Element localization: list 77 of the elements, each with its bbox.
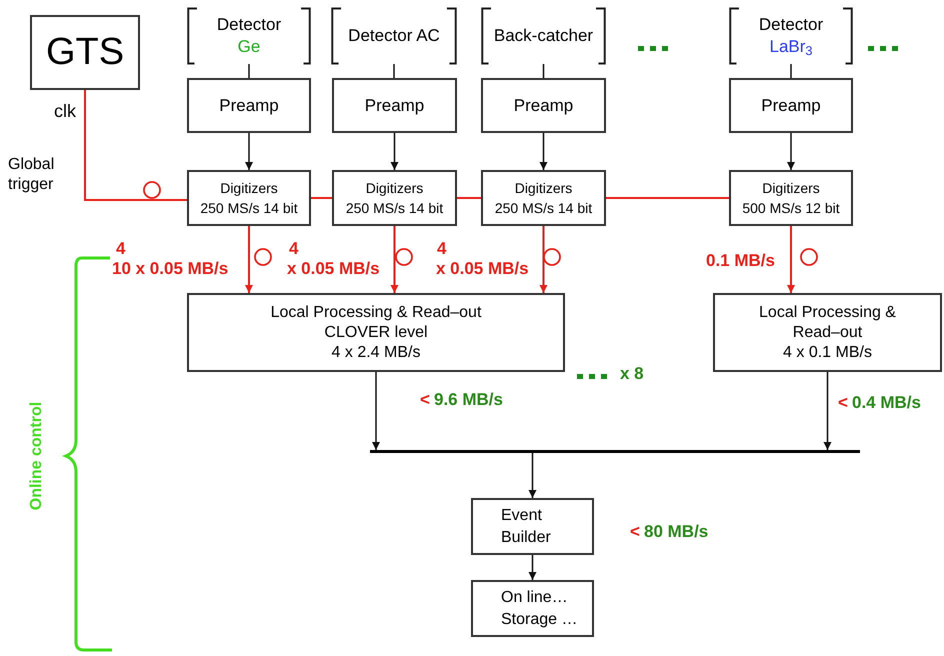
rate-label: < — [630, 521, 640, 542]
signal-label: clk — [54, 100, 76, 122]
trigger-line — [84, 90, 187, 201]
trigger-line — [606, 197, 729, 199]
box-text: Digitizers — [220, 179, 278, 198]
trigger-line — [390, 226, 398, 293]
rate-label: x 0.05 MB/s — [287, 258, 380, 280]
detector-type: LaBr$_{3}$ — [769, 36, 812, 58]
trigger-line — [540, 226, 548, 293]
box-text: Digitizers — [762, 179, 820, 198]
digitizer-box — [332, 170, 457, 226]
rate-label: x 8 — [620, 363, 644, 384]
process-box — [471, 498, 594, 555]
box-text: Preamp — [514, 94, 574, 117]
arrow — [540, 133, 548, 170]
arrow — [245, 133, 253, 170]
box-text: Storage … — [501, 610, 578, 630]
trigger-line — [245, 226, 253, 293]
rate-label: 4 — [437, 238, 446, 260]
rate-label: < — [420, 389, 430, 410]
processing-box — [713, 293, 942, 372]
rate-label: 10 x 0.05 MB/s — [112, 258, 228, 280]
box-text: 4 x 0.1 MB/s — [783, 342, 872, 362]
digitizer-box — [481, 170, 606, 226]
detector-bracket — [729, 8, 853, 64]
rate-label: x 0.05 MB/s — [436, 258, 529, 280]
box-text: 250 MS/s 14 bit — [346, 199, 444, 218]
box-text: Preamp — [364, 94, 424, 117]
preamp-box — [481, 78, 606, 133]
box-text: Local Processing & Read–out CLOVER level — [270, 302, 482, 342]
detector-bracket — [331, 8, 457, 64]
gts-box — [30, 15, 140, 90]
rate-label: < — [838, 392, 848, 414]
detector-type: Ge — [238, 36, 260, 58]
signal-label: Global trigger — [8, 155, 56, 195]
digitizer-box — [729, 170, 853, 226]
trigger-line — [311, 197, 332, 199]
box-text: Preamp — [761, 94, 821, 117]
box-text: Event Builder — [501, 506, 552, 548]
box-text: Digitizers — [366, 179, 424, 198]
rate-label: 9.6 MB/s — [434, 389, 503, 410]
detector-label: Detector — [216, 14, 282, 36]
digitizer-box — [187, 170, 311, 226]
rate-label: 4 — [116, 238, 126, 260]
rate-label: 0.1 MB/s — [706, 250, 775, 272]
rate-label: 4 — [289, 238, 298, 260]
arrow — [372, 372, 380, 450]
box-text: On line… — [501, 588, 568, 608]
bus-line — [370, 450, 860, 453]
preamp-box — [187, 78, 311, 133]
box-text: 250 MS/s 14 bit — [494, 199, 592, 218]
box-text: Local Processing & Read–out — [758, 302, 897, 342]
arrow — [528, 555, 536, 580]
box-text: GTS — [46, 30, 124, 75]
detector-label: Back-catcher — [494, 25, 594, 47]
side-label: Online control — [27, 400, 46, 512]
detector-label: Detector — [758, 14, 824, 36]
box-text: Digitizers — [514, 179, 572, 198]
rate-label: 0.4 MB/s — [852, 392, 921, 414]
box-text: 500 MS/s 12 bit — [742, 199, 840, 218]
arrow — [528, 453, 536, 498]
box-text: 250 MS/s 14 bit — [200, 199, 298, 218]
detector-bracket — [481, 8, 606, 64]
processing-box — [187, 293, 565, 372]
arrow — [824, 372, 832, 450]
box-text: 4 x 2.4 MB/s — [332, 342, 420, 362]
detector-bracket — [187, 8, 311, 64]
detector-label: Detector AC — [348, 25, 440, 47]
trigger-line — [787, 226, 795, 293]
preamp-box — [332, 78, 457, 133]
rate-label: 80 MB/s — [644, 521, 708, 542]
preamp-box — [729, 78, 853, 133]
arrow — [390, 133, 398, 170]
box-text: Preamp — [219, 94, 279, 117]
process-box — [471, 580, 594, 637]
arrow — [787, 133, 795, 170]
trigger-line — [457, 197, 481, 199]
